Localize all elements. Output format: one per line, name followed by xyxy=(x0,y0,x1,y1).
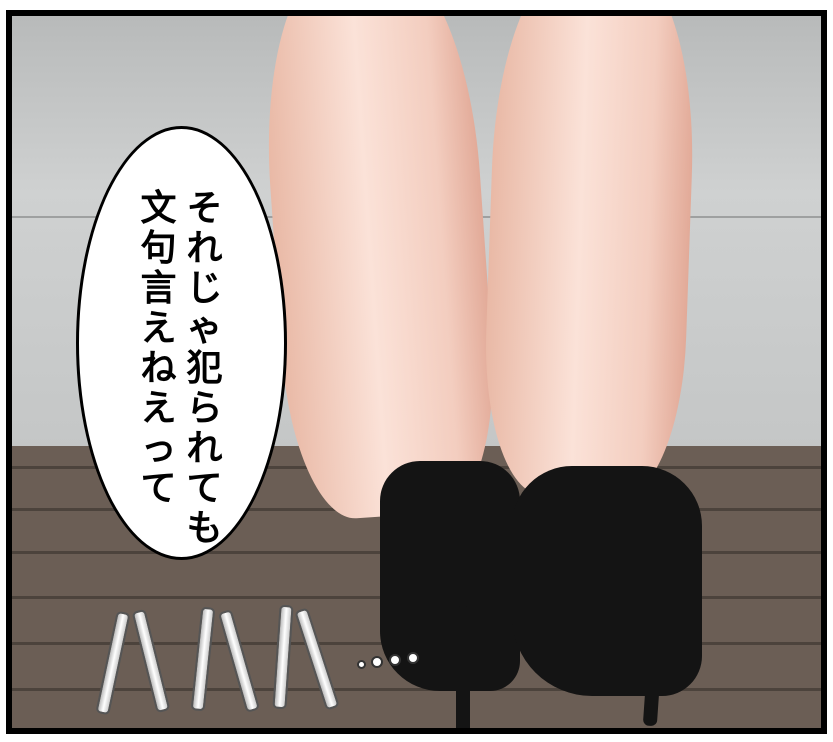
right-leg xyxy=(480,16,700,500)
manga-panel: それじゃ犯られても 文句言えねえって xyxy=(6,10,827,734)
sound-effect-haha xyxy=(95,601,340,716)
speech-line-2: 文句言えねえって xyxy=(140,188,177,509)
left-high-heel xyxy=(380,461,520,691)
left-heel-spike xyxy=(456,606,470,728)
speech-line-1: それじゃ犯られても xyxy=(186,188,223,549)
right-high-heel xyxy=(512,466,702,696)
speech-bubble: それじゃ犯られても 文句言えねえって xyxy=(76,126,287,560)
